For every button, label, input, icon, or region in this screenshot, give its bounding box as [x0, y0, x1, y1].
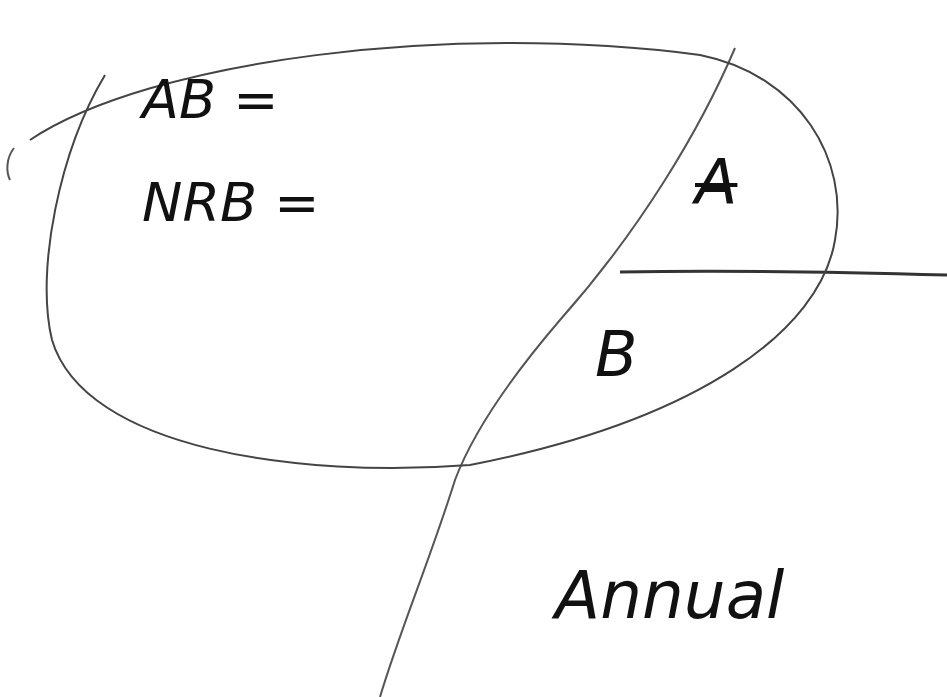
- region-letter: A: [695, 149, 738, 217]
- equation-text: NRB =: [142, 173, 319, 232]
- oval-path: [30, 43, 838, 468]
- equation-text: AB =: [142, 70, 278, 129]
- oval-region: A B AB = NRB =: [20, 25, 850, 480]
- region-letter: B: [595, 321, 638, 389]
- region-b: B: [585, 315, 648, 396]
- dividing-line: [620, 271, 947, 275]
- region-a: A: [685, 143, 748, 224]
- note-text: Annual: [555, 560, 784, 633]
- pen-stroke: [7, 148, 14, 180]
